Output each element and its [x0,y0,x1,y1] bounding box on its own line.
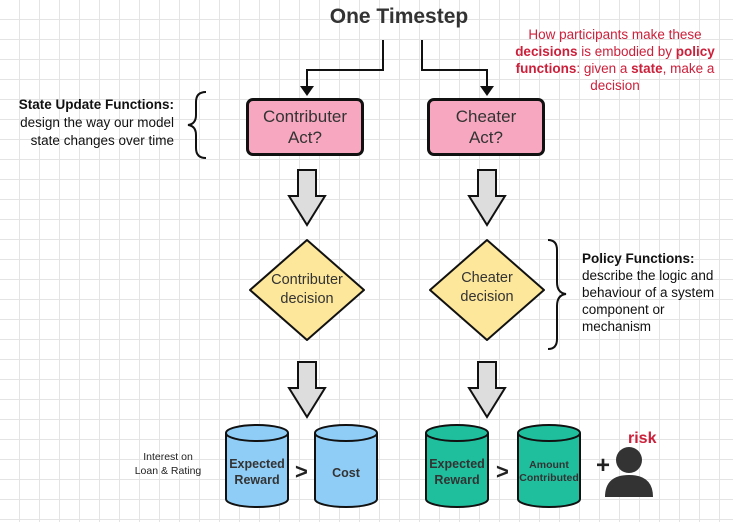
interest-line1: Interest on [143,451,193,463]
connector-arrowhead-left [300,86,314,96]
greater-than-symbol-cheater: > [496,459,509,484]
state-update-body: design the way our model state changes o… [20,115,174,148]
policy-functions-body: describe the logic and behaviour of a sy… [582,268,715,334]
interest-line2: Loan & Rating [134,465,202,477]
block-arrow-1-left [287,169,327,227]
cheater-decision-label: Cheater decision [427,269,547,307]
note-bold-state: state [631,61,663,76]
cheater-act-line1: Cheater [455,107,517,126]
state-update-annotation: State Update Functions: design the way o… [4,96,174,150]
amount-contributed-cylinder [517,424,581,508]
contributer-expected-reward-label: Expected Reward [224,456,290,488]
expected-reward-cylinder-contributer [225,424,289,508]
contributer-act-line1: Contributer [262,107,348,126]
right-brace [547,239,567,350]
contributer-decision-line1: Contributer [271,272,343,288]
person-icon [605,447,653,497]
policy-functions-heading: Policy Functions: [582,251,695,266]
cheater-reward-line1: Expected [429,457,485,471]
note-bold-decisions: decisions [515,44,578,59]
note-text-3: : given a [576,61,632,76]
contributer-decision-line2: decision [280,291,334,307]
cost-cylinder [314,424,378,508]
policy-note: How participants make these decisions is… [505,26,725,94]
contributer-act-line2: Act? [287,128,322,147]
left-brace [187,91,207,159]
contributer-act-box: Contributer Act? [246,98,364,156]
contributer-decision-diamond [249,239,365,341]
block-arrow-2-right [467,361,507,419]
block-arrow-1-right [467,169,507,227]
expected-reward-cylinder-cheater [425,424,489,508]
state-update-heading: State Update Functions: [18,97,174,112]
connector-arrowhead-right [480,86,494,96]
cheater-act-line2: Act? [468,128,503,147]
cheater-reward-line2: Reward [434,473,480,487]
policy-functions-annotation: Policy Functions: describe the logic and… [582,250,732,335]
amount-line2: Contributed [519,472,579,484]
contributer-decision-label: Contributer decision [247,271,367,309]
cheater-expected-reward-label: Expected Reward [424,456,490,488]
connector-line-right [421,40,488,88]
cheater-decision-diamond [429,239,545,341]
diagram-title: One Timestep [329,5,469,28]
interest-annotation: Interest on Loan & Rating [128,450,208,478]
cheater-act-box: Cheater Act? [427,98,545,156]
contributer-reward-line1: Expected [229,457,285,471]
note-bold-policy-functions: policy functions [515,44,715,76]
note-text-1: How participants make these [528,27,702,42]
cost-label: Cost [332,466,360,480]
greater-than-symbol-contributer: > [295,459,308,484]
contributer-reward-line2: Reward [234,473,280,487]
risk-label: risk [628,430,657,447]
cheater-decision-line2: decision [460,289,514,305]
amount-line1: Amount [529,459,569,471]
amount-contributed-label: Amount Contributed [516,459,582,485]
block-arrow-2-left [287,361,327,419]
note-text-2: is embodied by [577,44,676,59]
plus-symbol: + [596,452,611,479]
cheater-decision-line1: Cheater [461,270,513,286]
note-text-4: , make a decision [590,61,715,93]
connector-line-left [306,40,384,88]
